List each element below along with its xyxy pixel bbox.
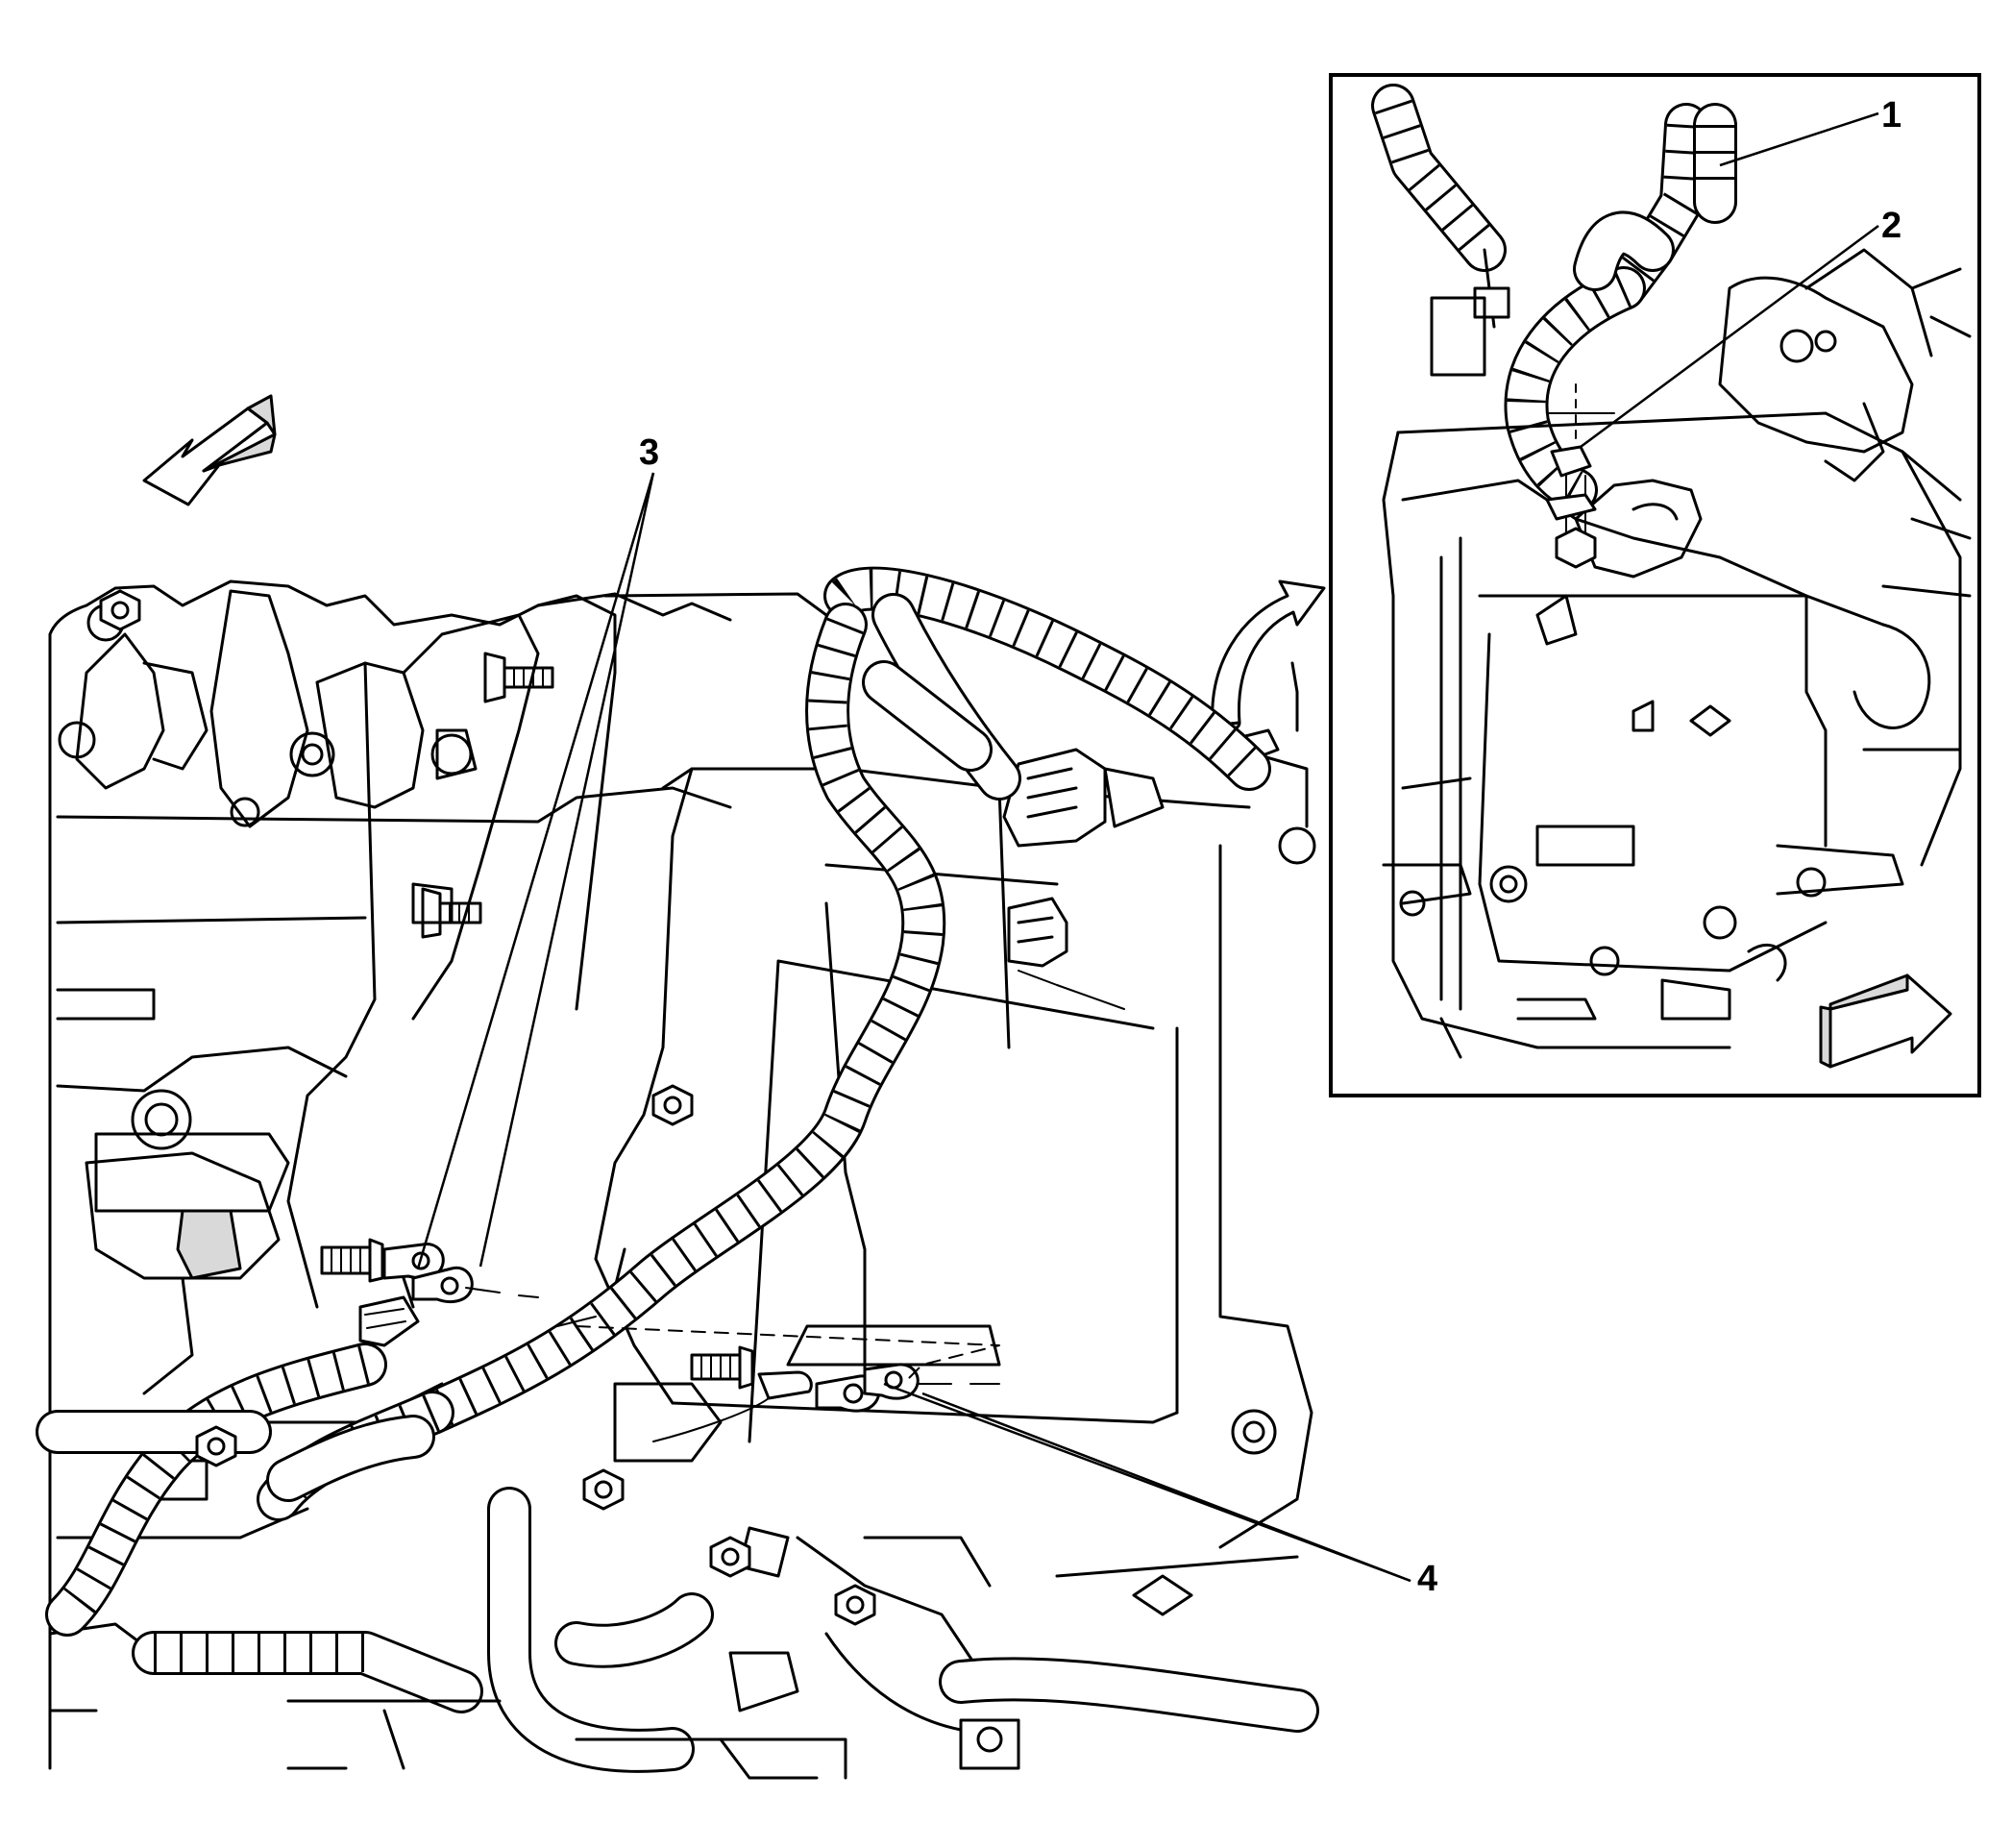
leader-3a: [416, 472, 655, 1269]
stud-center: [421, 887, 482, 939]
leader-4b: [883, 1382, 1411, 1583]
leader-2: [1580, 224, 1879, 449]
ground-terminal-upper: [320, 1238, 539, 1347]
bolt-left: [195, 1425, 237, 1467]
main-view: 3 4: [36, 394, 1437, 1780]
cooler-lines: [36, 1410, 1319, 1780]
leader-3b: [478, 472, 655, 1268]
arrow-front-left-icon: [142, 394, 277, 506]
bolt-top-left: [99, 589, 141, 631]
inset-view: 1 2: [1329, 73, 1981, 1097]
bolt-lower: [709, 1536, 751, 1578]
bolt-side: [651, 1084, 694, 1126]
alignment-lines: [556, 970, 1125, 1385]
arrow-front-right-icon: [1819, 973, 1952, 1069]
transmission-mount-bracket: [94, 594, 617, 1395]
stud-upper-left: [483, 652, 554, 703]
inset-ground-nut: [1545, 383, 1615, 569]
callout-4: 4: [1417, 1559, 1437, 1599]
transmission-housing: [48, 579, 732, 1770]
inset-transmission-body: [1382, 248, 1972, 1059]
callout-2: 2: [1881, 206, 1902, 246]
leader-1: [1719, 111, 1879, 167]
bolt-center: [582, 1468, 625, 1511]
callout-1: 1: [1881, 95, 1902, 136]
callout-3: 3: [639, 432, 659, 473]
rotate-view-arrow-icon: [1211, 579, 1326, 731]
connector-upper-right: [1002, 661, 1316, 968]
bolt-pan: [834, 1584, 876, 1626]
ground-terminal-lower: [652, 1345, 1000, 1442]
inset-harness: [1371, 84, 1737, 512]
